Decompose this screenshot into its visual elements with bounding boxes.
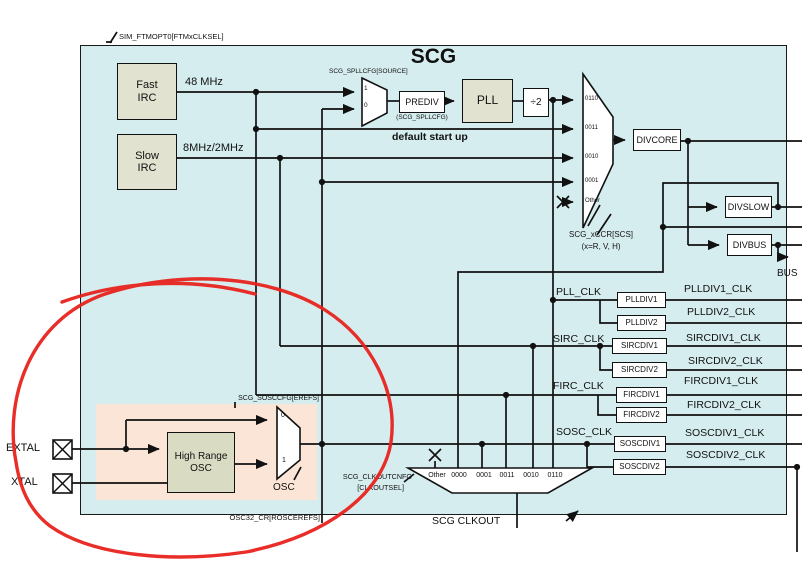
scs-mux <box>582 71 614 229</box>
clkout-mux <box>404 467 596 494</box>
mux-symbols <box>52 71 614 494</box>
junction-dots <box>122 88 801 471</box>
spll-source-mux <box>361 76 388 128</box>
osc-bypass-mux <box>276 405 301 481</box>
